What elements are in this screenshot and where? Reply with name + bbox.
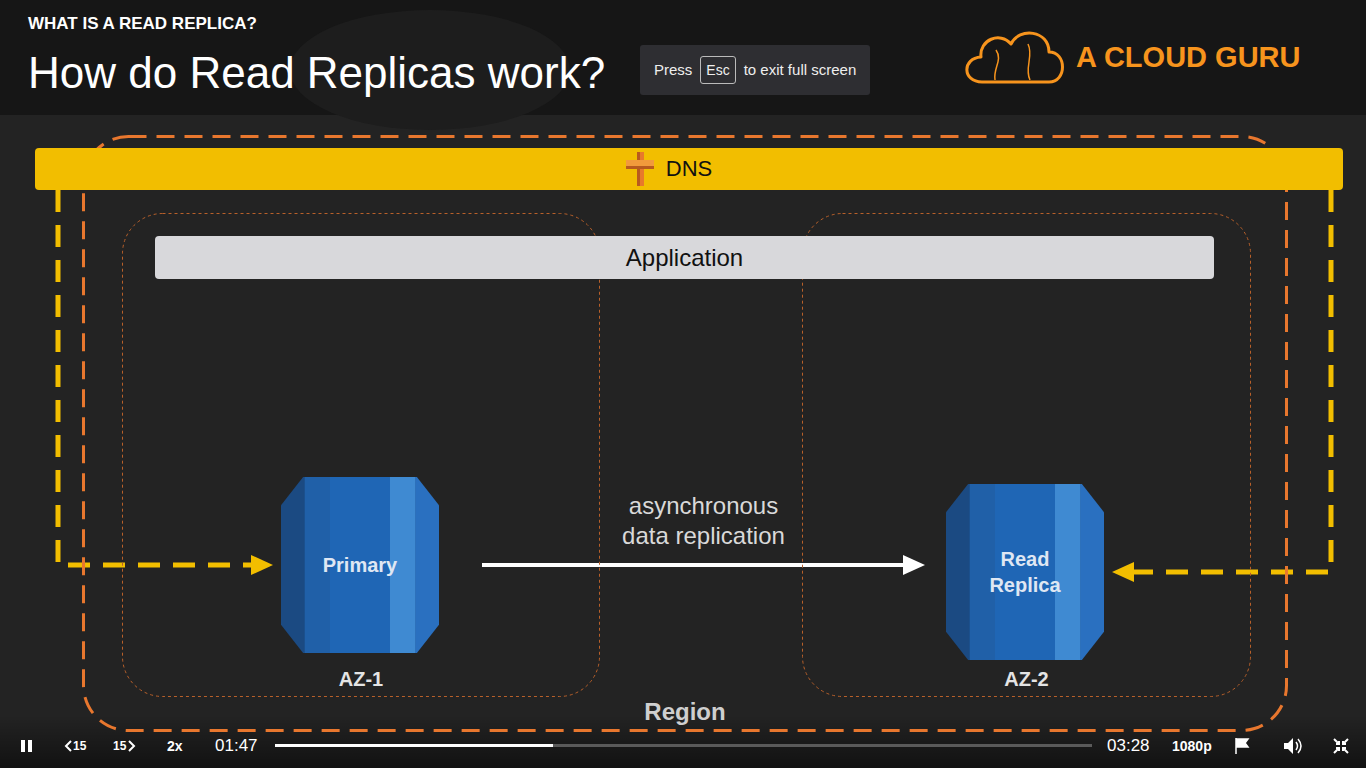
zone-outline: [123, 214, 600, 697]
brand-cloud: [967, 33, 1063, 82]
flag-icon: [1236, 738, 1248, 754]
connector-line: [482, 563, 906, 567]
arrow-head: [903, 555, 925, 575]
region-outline: [84, 137, 1287, 731]
application-bar: Application: [155, 236, 1214, 279]
node-label: AZ-2: [1004, 668, 1048, 691]
node-label: DNS: [666, 156, 712, 182]
database-stripe: [1080, 484, 1104, 660]
edge-label: asynchronous data replication: [609, 491, 799, 551]
progress-track: [275, 744, 1092, 747]
brand-name: A CLOUD GURU: [1076, 40, 1300, 75]
pause-icon: [21, 740, 32, 752]
arrow-head: [251, 555, 273, 575]
volume-icon: [1284, 738, 1301, 754]
database-stripe: [1055, 484, 1081, 660]
dns-band: DNS: [35, 148, 1343, 190]
elapsed-time: 01:47: [215, 736, 258, 756]
slide-title: How do Read Replicas work?: [28, 48, 605, 99]
availability-zone: AZ-2 Read Replica: [802, 213, 1251, 697]
playback-speed: 2x: [167, 738, 183, 755]
node-label: Read Replica: [977, 546, 1073, 598]
fullscreen-hint: Press Esc to exit full screen: [640, 45, 870, 95]
quality-setting: 1080p: [1172, 738, 1212, 755]
progress-played: [275, 744, 553, 747]
icon-bar-shade: [626, 166, 654, 169]
region-boundary: Region ApplicationAZ-1 PrimaryAZ-2 Read Rep…: [82, 135, 1288, 732]
boundary-outline: [82, 135, 1288, 732]
arrow-head: [1112, 562, 1134, 582]
skip-seconds: 15: [113, 739, 126, 753]
database-stripe: [970, 484, 996, 660]
total-time: 03:28: [1107, 736, 1150, 756]
database-stripes: [281, 477, 439, 653]
database-stripes: [946, 484, 1104, 660]
database-stripe: [415, 477, 439, 653]
database-icon: Read Replica: [946, 484, 1104, 660]
rewind-chevron: [66, 741, 71, 751]
connector: [482, 555, 925, 575]
database-stripe: [281, 477, 305, 653]
availability-zone: AZ-1 Primary: [122, 213, 600, 697]
node-label: Primary: [323, 552, 398, 578]
zone-outline: [803, 214, 1251, 697]
icon-bar: [626, 160, 654, 166]
hint-text: to exit full screen: [744, 61, 857, 79]
section-kicker: WHAT IS A READ REPLICA?: [28, 14, 257, 34]
database-shape: [946, 484, 1104, 660]
hint-text: Press: [654, 61, 692, 79]
node-label: Application: [626, 244, 743, 272]
key-cap: Esc: [700, 56, 735, 85]
dns-icon: [622, 150, 658, 188]
forward-chevron: [129, 741, 134, 751]
node-label: Region: [644, 698, 725, 726]
node-label: AZ-1: [339, 668, 383, 691]
header-band: [0, 0, 1366, 115]
database-stripe: [995, 484, 1056, 660]
database-stripe: [946, 484, 970, 660]
exit-fullscreen-icon: [1334, 739, 1348, 753]
skip-seconds: 15: [73, 739, 86, 753]
database-icon: Primary: [281, 477, 439, 653]
